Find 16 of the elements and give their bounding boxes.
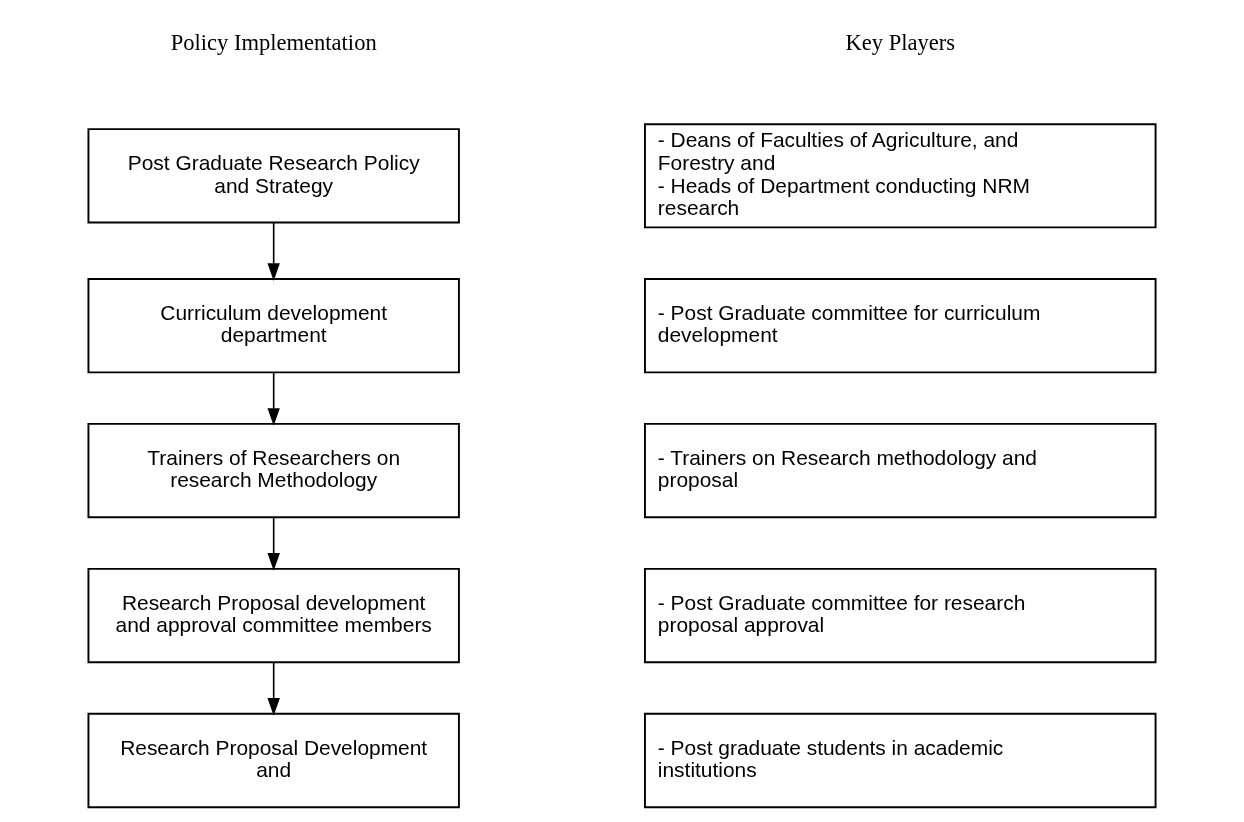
node-box: Trainers of Researchers on research Methodology <box>87 422 460 519</box>
node-box: - Post Graduate committee for research proposal approval <box>644 567 1157 664</box>
node-box: Post Graduate Research Policy and Strategy <box>87 128 460 224</box>
label: Key Players <box>845 29 956 55</box>
label: Policy Implementation <box>170 29 377 55</box>
node-box: Research Proposal development and approval committee members <box>87 567 460 664</box>
arrow <box>267 372 280 426</box>
node-box: Curriculum development department <box>87 277 460 374</box>
node-box: - Trainers on Research methodology and proposal <box>644 422 1157 519</box>
node-box: - Post Graduate committee for curriculum development <box>644 277 1157 374</box>
arrow <box>267 662 280 716</box>
arrow <box>267 222 280 281</box>
node-box: - Deans of Faculties of Agriculture, and Forestry and - Heads of Department conducting NRM research <box>644 123 1157 229</box>
arrow <box>267 517 280 571</box>
node-box: Research Proposal Development and <box>87 712 460 809</box>
node-box: - Post graduate students in academic institutions <box>644 712 1157 809</box>
